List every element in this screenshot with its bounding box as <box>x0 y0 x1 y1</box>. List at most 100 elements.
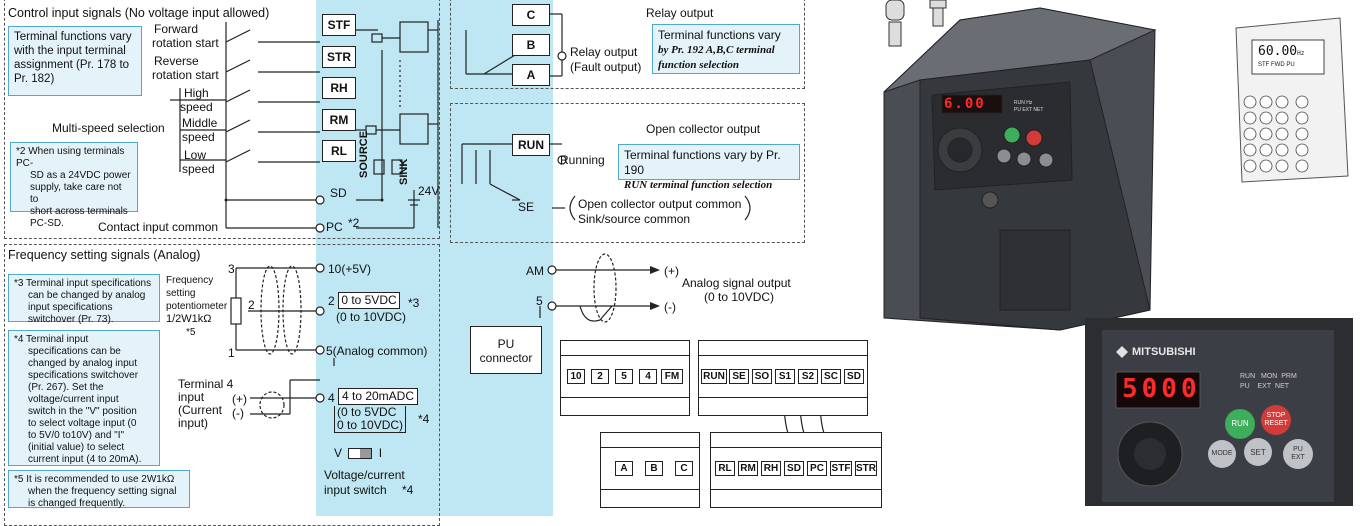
strip-terminal-4[interactable]: 4 <box>639 369 657 384</box>
terminal-sd-label: SD <box>330 186 347 200</box>
note-relay-functions: Terminal functions vary by Pr. 192 A,B,C… <box>652 24 800 74</box>
terminal-4-label: 4 <box>328 391 335 405</box>
strip-terminal-5[interactable]: 5 <box>615 369 633 384</box>
note-pc-sd-warning: *2 When using terminals PC- SD as a 24VD… <box>10 142 138 229</box>
strip-terminal-rh[interactable]: RH <box>761 461 781 476</box>
closeup-stop-button[interactable]: STOP RESET <box>1264 412 1288 427</box>
vi-switch-v: V <box>334 446 343 460</box>
pot-pin-1: 1 <box>228 346 235 360</box>
remote-display: 60.00Hz <box>1258 44 1305 59</box>
control-input-region <box>4 0 440 239</box>
strip-terminal-sd[interactable]: SD <box>844 369 864 384</box>
terminal-2-note: *3 <box>408 296 420 310</box>
output-panel-background <box>440 0 553 516</box>
terminal-am-label: AM <box>526 264 544 278</box>
remote-sub-display: STF FWD PU <box>1258 62 1295 68</box>
note-terminal4-spec: *4 Terminal input specifications can be … <box>8 330 160 466</box>
strip-terminal-sc[interactable]: SC <box>821 369 841 384</box>
vi-switch-body <box>348 448 373 460</box>
strip-terminal-stf[interactable]: STF <box>830 461 852 476</box>
forward-label-1: Forward <box>154 22 199 36</box>
note-analog-spec: *3 Terminal input specifications can be … <box>8 274 160 325</box>
high-speed-1: High <box>184 86 209 100</box>
closeup-display: 5000 <box>1122 374 1201 404</box>
relay-output-header: Relay output <box>646 6 714 20</box>
note-pot-recommendation: *5 It is recommended to use 2W1kΩ when t… <box>8 470 190 509</box>
strip-divider <box>711 447 881 448</box>
strip-terminal-pc[interactable]: PC <box>807 461 827 476</box>
pot-pin-3: 3 <box>228 262 235 276</box>
terminal-5-out-label: 5 <box>536 294 543 308</box>
terminal-rl[interactable]: RL <box>322 140 356 162</box>
multi-speed-label: Multi-speed selection <box>52 121 165 135</box>
closeup-dial[interactable] <box>1118 422 1182 486</box>
closeup-run-button[interactable]: RUN <box>1231 419 1249 428</box>
high-speed-2: speed <box>180 100 213 114</box>
terminal-b[interactable]: B <box>512 34 550 56</box>
strip-terminal-fm[interactable]: FM <box>661 369 683 384</box>
terminal-2-alt: (0 to 10VDC) <box>336 310 407 324</box>
strip-terminal-str[interactable]: STR <box>855 461 877 476</box>
running-label: Running <box>560 153 605 167</box>
strip-terminal-run[interactable]: RUN <box>701 369 727 384</box>
frequency-title: Frequency setting signals (Analog) <box>8 248 201 262</box>
terminal-pc-note: *2 <box>348 216 360 230</box>
forward-label-2: rotation start <box>152 36 219 50</box>
strip-divider <box>561 355 689 356</box>
terminal4-plus: (+) <box>232 392 247 406</box>
terminal4-input-label: Terminal 4 input (Current input) <box>178 377 234 430</box>
strip-terminal-se[interactable]: SE <box>729 369 749 384</box>
strip-terminal-b[interactable]: B <box>645 461 663 476</box>
strip-terminal-rm[interactable]: RM <box>738 461 758 476</box>
strip-terminal-sd-2[interactable]: SD <box>784 461 804 476</box>
source-label: SOURCE <box>358 130 370 178</box>
closeup-brand: MITSUBISHI <box>1132 346 1196 358</box>
terminal-strip-top-left: 10 2 5 4 FM <box>560 340 690 416</box>
closeup-leds: RUN MON PRM PU EXT NET <box>1240 373 1297 390</box>
strip-terminal-s2[interactable]: S2 <box>798 369 818 384</box>
relay-output-label-1: Relay output <box>570 45 638 59</box>
vi-switch[interactable]: V I <box>334 446 382 460</box>
strip-terminal-rl[interactable]: RL <box>715 461 735 476</box>
terminal-c[interactable]: C <box>512 4 550 26</box>
closeup-puext-button[interactable]: PU EXT <box>1291 446 1305 461</box>
terminal-strip-bottom-right: RL RM RH SD PC STF STR <box>710 432 882 508</box>
terminal-str[interactable]: STR <box>322 46 356 68</box>
strip-terminal-c[interactable]: C <box>675 461 693 476</box>
contact-input-common-label: Contact input common <box>98 220 219 234</box>
oc-common-1: Open collector output common <box>578 197 742 211</box>
vi-switch-label-1: Voltage/current <box>324 468 405 482</box>
strip-divider <box>601 447 699 448</box>
strip-divider <box>601 489 699 490</box>
strip-terminal-s1[interactable]: S1 <box>775 369 795 384</box>
potentiometer-label: Frequency setting potentiometer 1/2W1kΩ … <box>166 275 228 338</box>
terminal-4-alt: (0 to 5VDC 0 to 10VDC) <box>334 406 407 433</box>
terminal-rm[interactable]: RM <box>322 109 356 131</box>
relay-region <box>450 0 805 89</box>
terminal-a[interactable]: A <box>512 64 550 86</box>
strip-terminal-so[interactable]: SO <box>752 369 772 384</box>
strip-terminal-2[interactable]: 2 <box>591 369 609 384</box>
closeup-mode-button[interactable]: MODE <box>1211 450 1233 457</box>
terminal-stf[interactable]: STF <box>322 14 356 36</box>
terminal-5-label: 5(Analog common) <box>326 344 428 358</box>
strip-terminal-10[interactable]: 10 <box>567 369 585 384</box>
analog-plus: (+) <box>664 264 679 278</box>
sink-label: SINK <box>398 158 410 185</box>
pu-connector[interactable]: PU connector <box>470 326 542 374</box>
inverter-led-labels: RUN Hz PU EXT NET <box>1014 100 1044 113</box>
strip-terminal-a[interactable]: A <box>615 461 633 476</box>
terminal-2-range: 0 to 5VDC <box>338 292 400 309</box>
open-collector-region <box>450 103 805 243</box>
closeup-set-button[interactable]: SET <box>1250 448 1266 457</box>
terminal-rh[interactable]: RH <box>322 77 356 99</box>
open-collector-header: Open collector output <box>646 122 761 136</box>
inverter-body <box>883 7 1157 331</box>
reverse-label-2: rotation start <box>152 68 219 82</box>
analog-out-label-2: (0 to 10VDC) <box>704 290 775 304</box>
analog-minus: (-) <box>664 300 676 314</box>
pot-pin-2: 2 <box>248 298 255 312</box>
terminal-run[interactable]: RUN <box>512 134 550 156</box>
strip-divider <box>711 489 881 490</box>
strip-divider <box>699 397 867 398</box>
